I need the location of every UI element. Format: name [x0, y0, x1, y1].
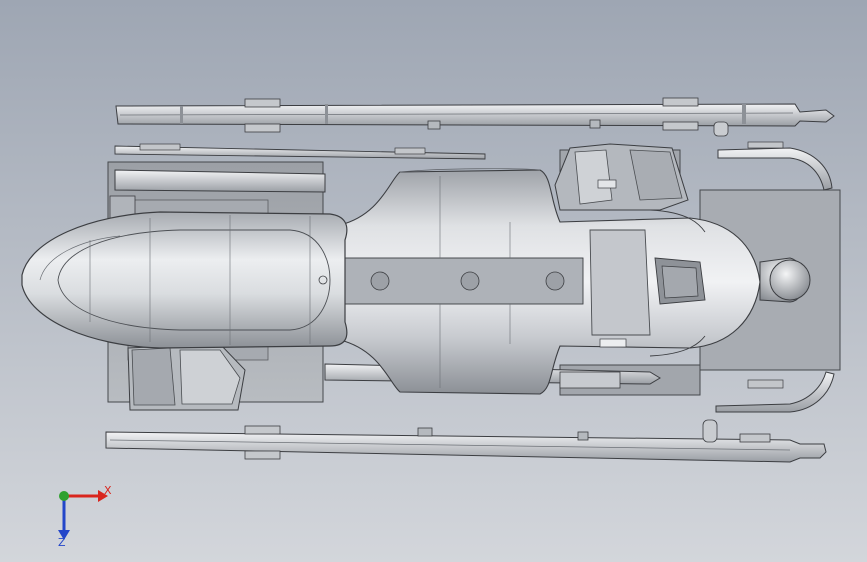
engine-fairing-top[interactable] — [554, 143, 689, 211]
z-axis-label: Z — [58, 536, 66, 548]
y-axis-origin — [59, 491, 69, 501]
skid-hook-bottom[interactable] — [715, 371, 835, 413]
coordinate-triad: X Z — [58, 484, 112, 548]
x-axis-label: X — [104, 484, 112, 497]
rotor-hub[interactable] — [759, 257, 811, 303]
skid-rail-bottom[interactable] — [105, 419, 827, 463]
fuselage[interactable] — [339, 168, 761, 395]
skid-hook-top[interactable] — [717, 141, 833, 191]
tail-fin-lower[interactable] — [127, 343, 246, 411]
skid-rail-top[interactable] — [115, 97, 835, 137]
tail-boom[interactable] — [21, 211, 348, 349]
upper-rod[interactable] — [114, 143, 486, 160]
